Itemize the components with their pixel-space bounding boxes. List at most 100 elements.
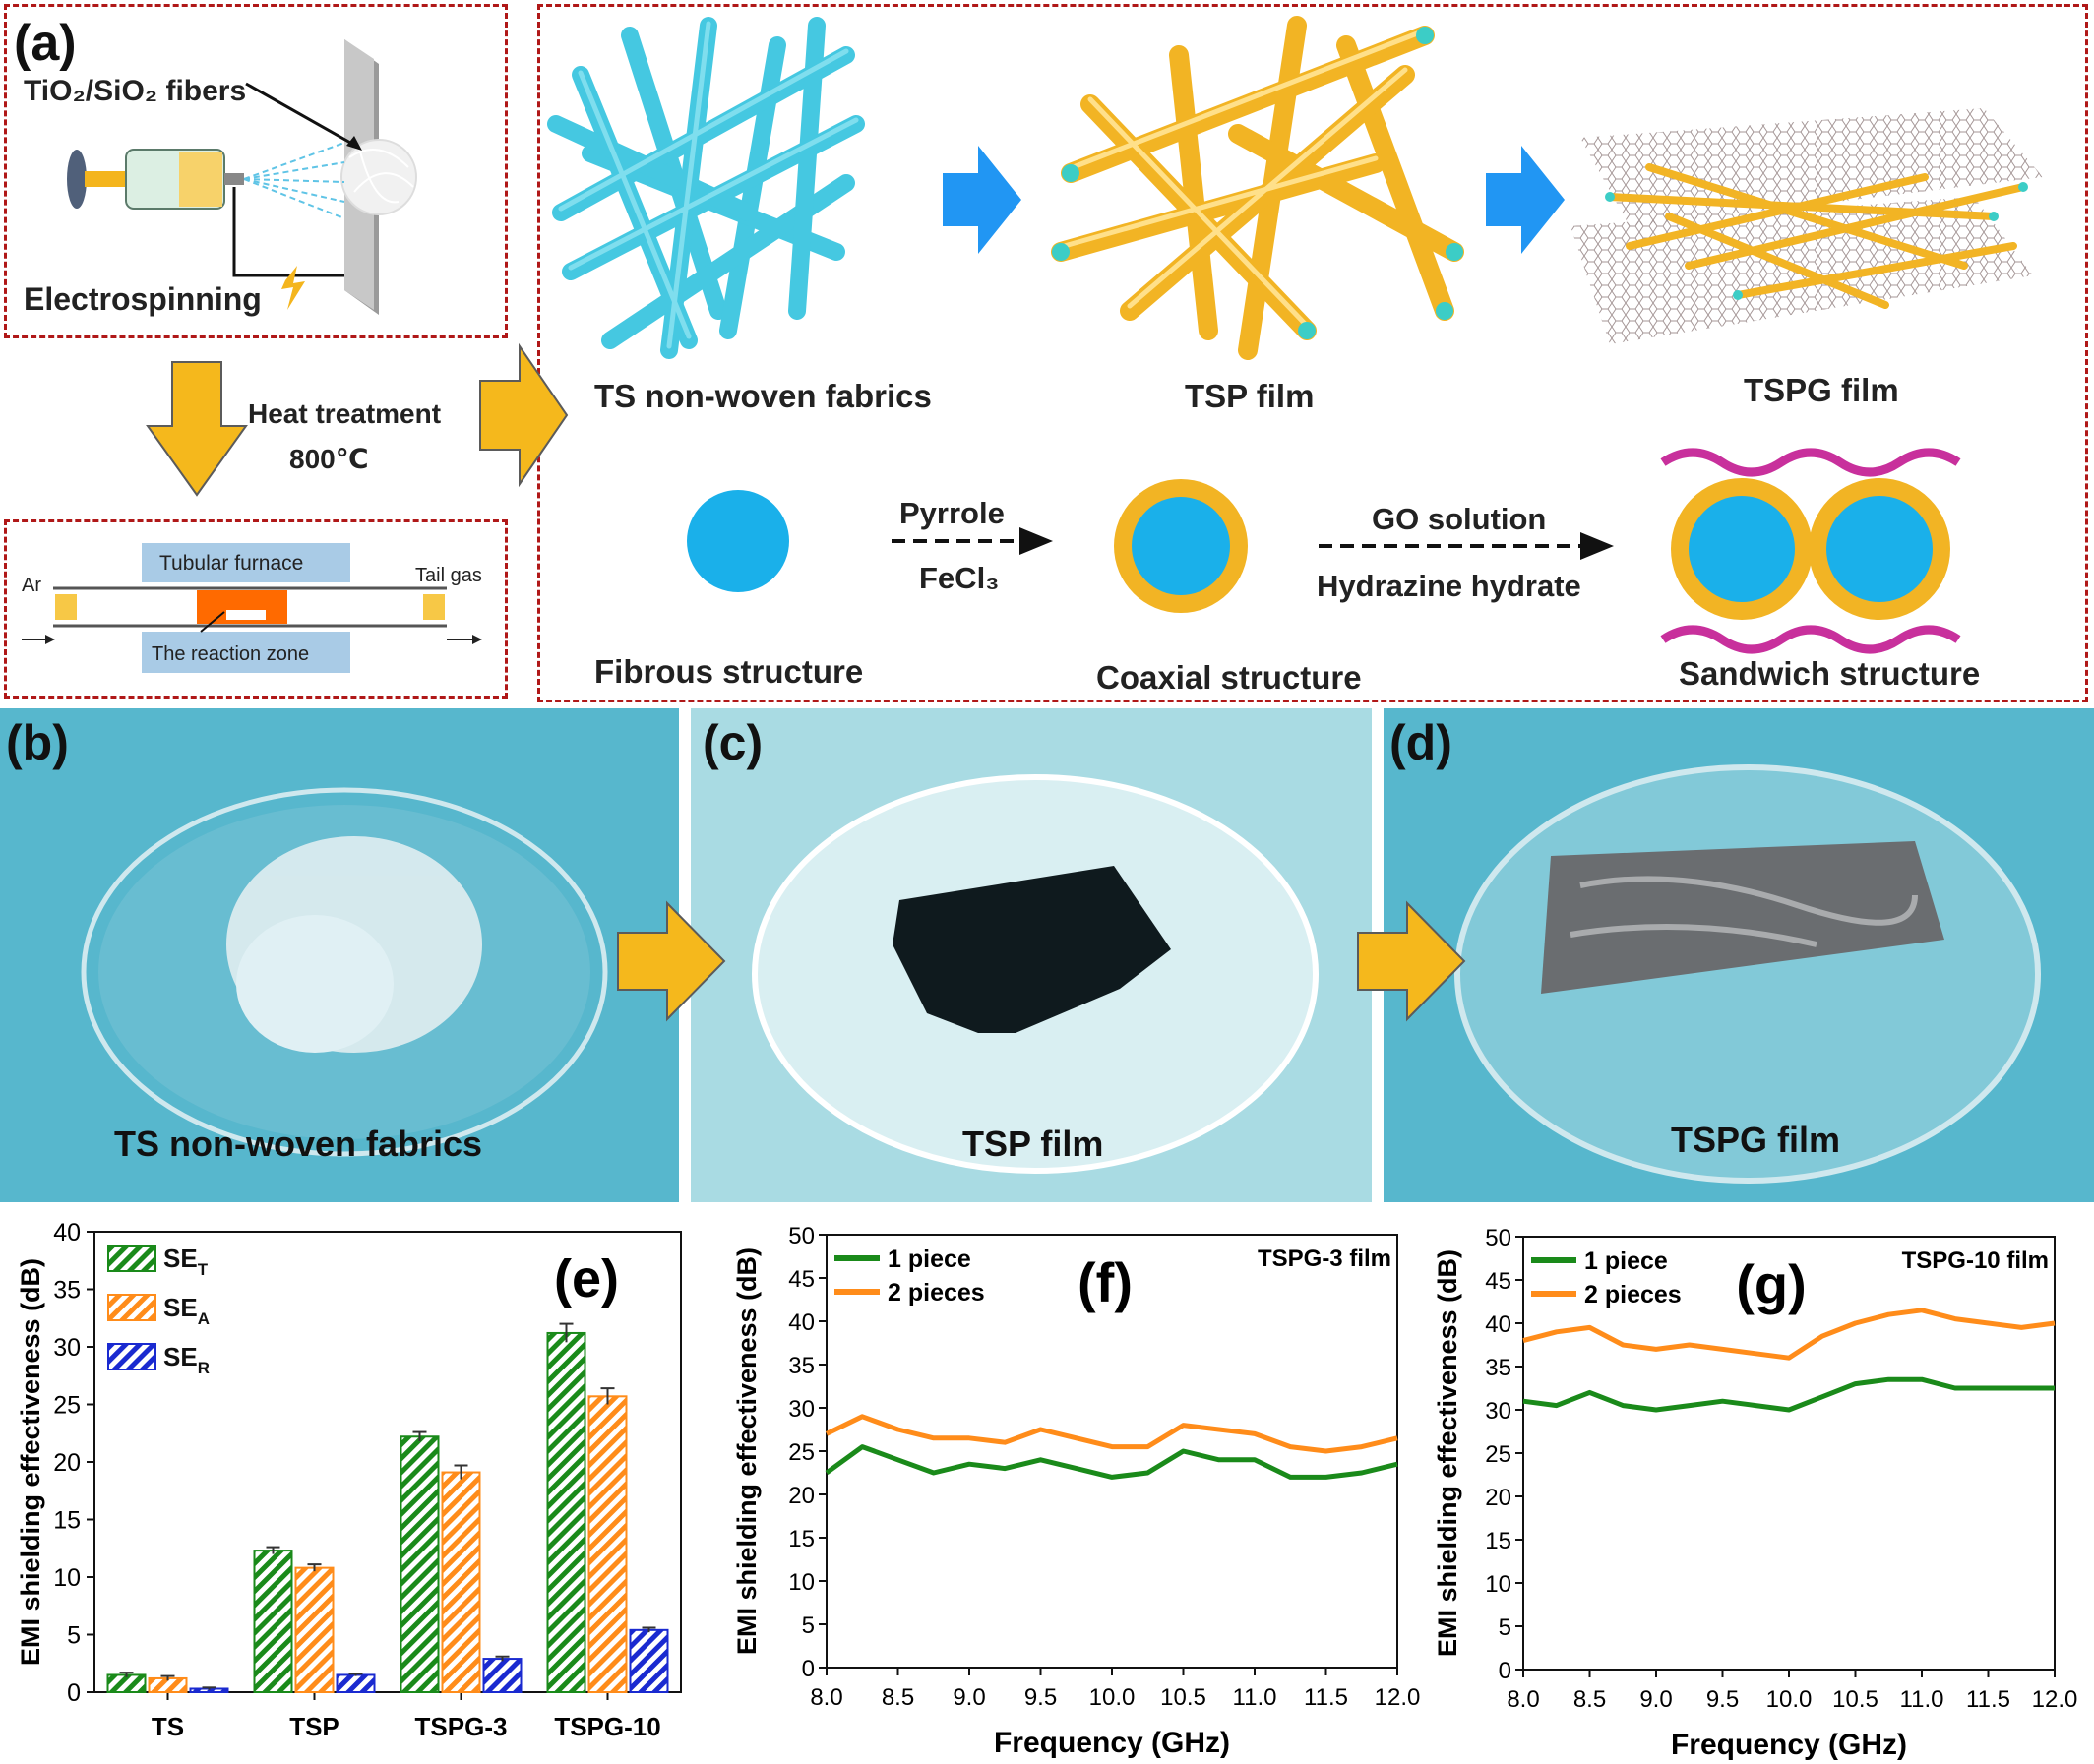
x-tick-label: 9.5 [1024, 1684, 1057, 1711]
sandwich-structure [1660, 448, 1961, 654]
structure-label-coaxial: Coaxial structure [1096, 659, 1362, 696]
stage-label-tsp: TSP film [1185, 378, 1315, 414]
inlet-cap [55, 594, 77, 620]
legend-label: SEA [163, 1293, 210, 1328]
y-tick-label: 30 [53, 1334, 81, 1362]
outlet-cap [423, 594, 445, 620]
bar-se-a [294, 1566, 335, 1694]
y-tick-label: 35 [53, 1277, 81, 1305]
furnace-outlet-label: Tail gas [415, 565, 482, 586]
y-tick-label: 35 [1485, 1355, 1511, 1381]
panel-label-g: (g) [1736, 1253, 1807, 1315]
bar-se-t [400, 1435, 440, 1693]
y-axis-label: EMI shielding effectiveness (dB) [1433, 1249, 1462, 1657]
down-arrow-heat [146, 361, 248, 497]
electrospinning-apparatus [67, 39, 417, 315]
gold-arrow-c-to-d [1357, 900, 1466, 1022]
y-tick-label: 15 [788, 1526, 815, 1552]
x-tick-label: 8.5 [1573, 1686, 1606, 1713]
photo-d-tspg-film: (d) TSPG film [1384, 708, 2094, 1202]
y-tick-label: 25 [788, 1439, 815, 1466]
white-fabric [226, 836, 482, 1053]
bar-se-t [253, 1550, 293, 1693]
y-tick-label: 30 [1485, 1398, 1511, 1425]
spray-cone [243, 142, 345, 219]
x-tick-label: 10.5 [1832, 1686, 1878, 1713]
photo-c-caption: TSP film [962, 1124, 1104, 1164]
tubular-furnace-diagram [22, 543, 482, 673]
y-tick-label: 40 [1485, 1311, 1511, 1338]
blue-arrow-1 [943, 146, 1021, 254]
step2-above: GO solution [1372, 502, 1547, 536]
photo-c-tsp-film: (c) TSP film [691, 708, 1372, 1202]
series-line-two-pieces [1522, 1308, 2056, 1361]
y-tick-label: 20 [788, 1483, 815, 1509]
y-tick-label: 15 [1485, 1528, 1511, 1554]
coaxial-structure-core [1132, 497, 1230, 595]
fibrous-structure-circle [687, 490, 789, 592]
x-tick-label: TSP [289, 1712, 339, 1741]
y-tick-label: 45 [1485, 1268, 1511, 1295]
legend-label: 1 piece [888, 1246, 971, 1273]
x-tick-label: 10.0 [1766, 1686, 1813, 1713]
y-tick-label: 45 [788, 1266, 815, 1293]
bar-se-r [482, 1658, 523, 1694]
panel-a-electrospinning-box [4, 4, 508, 338]
y-tick-label: 25 [1485, 1441, 1511, 1468]
step1-above: Pyrrole [899, 496, 1005, 530]
x-axis-label: Frequency (GHz) [1671, 1729, 1907, 1761]
photo-c-label: (c) [703, 715, 764, 770]
furnace-inlet-label: Ar [22, 575, 41, 596]
y-tick-label: 50 [788, 1223, 815, 1249]
y-tick-label: 40 [788, 1309, 815, 1336]
photo-b-ts-fabrics: (b) TS non-woven fabrics [0, 708, 679, 1202]
reaction-zone-label: The reaction zone [152, 643, 310, 665]
x-tick-label: 10.5 [1160, 1684, 1206, 1711]
x-tick-label: 8.0 [1507, 1686, 1539, 1713]
structures-illustration [687, 448, 1961, 654]
step1-arrowhead [1019, 527, 1053, 555]
bar-se-a [441, 1471, 481, 1693]
gold-arrow-b-to-c [617, 900, 726, 1022]
legend-swatch [107, 1245, 156, 1272]
panel-a-label: (a) [14, 15, 77, 72]
x-tick-label: 11.5 [1304, 1684, 1348, 1711]
y-tick-label: 30 [788, 1396, 815, 1423]
legend-label: 1 piece [1584, 1247, 1668, 1275]
furnace-title: Tubular furnace [159, 552, 304, 575]
y-tick-label: 0 [67, 1679, 81, 1707]
legend-swatch [107, 1294, 156, 1321]
step2-below: Hydrazine hydrate [1317, 569, 1581, 603]
right-arrow-to-process [479, 342, 569, 488]
y-tick-label: 40 [53, 1219, 81, 1247]
x-tick-label: TSPG-3 [415, 1712, 508, 1741]
structure-label-sandwich: Sandwich structure [1679, 655, 1981, 692]
circuit-wire [232, 187, 344, 277]
photo-d-caption: TSPG film [1671, 1120, 1841, 1160]
series-line-two-pieces [825, 1414, 1398, 1454]
x-tick-label: 12.0 [1375, 1684, 1421, 1711]
furnace-top [142, 543, 350, 582]
panel-a-process-box [537, 4, 2088, 702]
legend-swatch [107, 1343, 156, 1370]
bar-se-r [336, 1673, 376, 1694]
step2-arrowhead [1580, 532, 1614, 560]
electrospinning-label: Electrospinning [24, 281, 262, 317]
y-tick-label: 35 [788, 1353, 815, 1379]
stage-label-ts: TS non-woven fabrics [594, 378, 932, 414]
y-tick-label: 10 [788, 1569, 815, 1596]
ts-fibers-illustration [547, 17, 865, 359]
y-axis-label: EMI shielding effectiveness (dB) [16, 1258, 45, 1666]
y-axis-label: EMI shielding effectiveness (dB) [732, 1247, 762, 1655]
x-tick-label: 11.0 [1233, 1684, 1277, 1711]
x-tick-label: 8.5 [882, 1684, 914, 1711]
y-tick-label: 25 [53, 1392, 81, 1420]
bar-se-t [546, 1331, 586, 1694]
furnace-bottom [142, 632, 350, 673]
structure-label-fibrous: Fibrous structure [594, 653, 864, 690]
panel-label-f: (f) [1078, 1251, 1133, 1313]
y-tick-label: 50 [1485, 1225, 1511, 1251]
syringe [67, 149, 244, 210]
